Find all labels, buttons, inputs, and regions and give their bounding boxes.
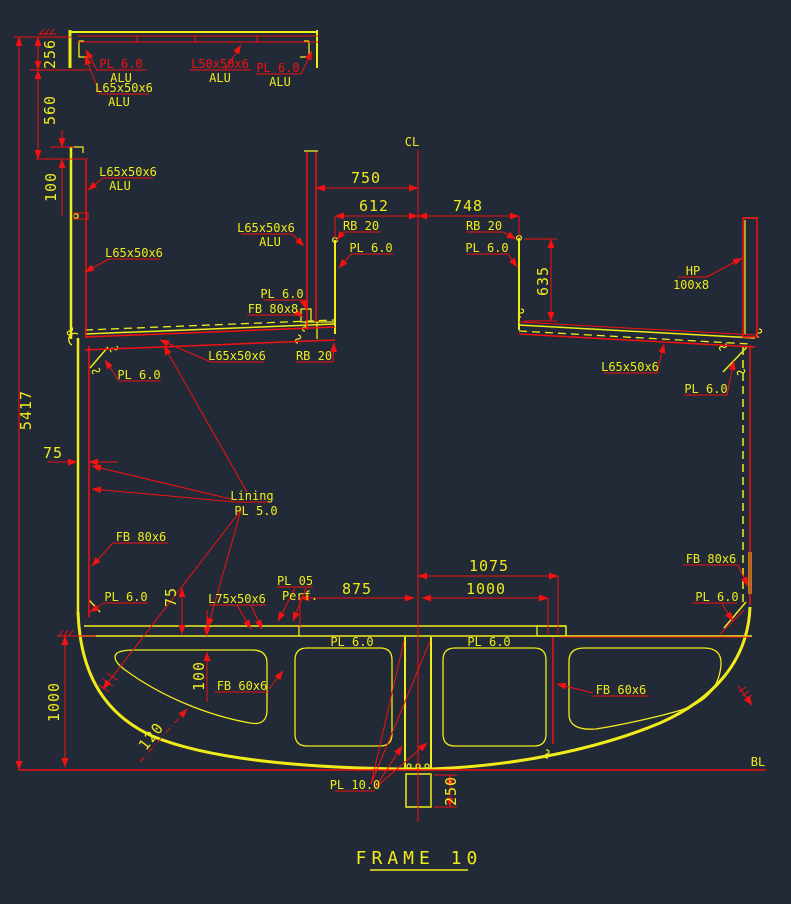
label-l65-deck-right: L65x50x6 [601,360,659,374]
dim-250: 250 [442,776,460,806]
label-pl6-topdeck-left: PL 6.0 [99,57,142,71]
dim-100-top: 100 [42,172,60,202]
label-fb80x6-left: FB 80x6 [116,530,167,544]
dim-75-floor: 75 [162,587,180,607]
label-pl6-bilge-right: PL 6.0 [695,590,738,604]
label-l65-sideshell: L65x50x6 [105,246,163,260]
label-alu-bulkhead: ALU [259,235,281,249]
label-pl10: PL 10.0 [330,778,381,792]
dim-5417: 5417 [17,390,35,430]
label-pl6-deck-right-bracket: PL 6.0 [684,382,727,396]
dim-1000-bottom: 1000 [466,580,506,598]
label-alu-l65-topdeck: ALU [108,95,130,109]
label-lining: Lining [230,489,273,503]
dim-75-side: 75 [43,444,63,462]
dim-120: 120 [135,719,168,754]
label-alu-topdeck-mid: ALU [209,71,231,85]
centerline-label: CL [405,135,419,149]
annotations: CL BL 256 560 100 5417 75 1000 750 612 7… [17,39,765,871]
label-lining-pl5: PL 5.0 [234,504,277,518]
label-fb60x6-right: FB 60x6 [596,683,647,697]
dimension-lines [14,28,766,822]
label-pl6-deck-left-bracket: PL 6.0 [117,368,160,382]
label-pl6-bilge-left: PL 6.0 [104,590,147,604]
dim-1075: 1075 [469,557,509,575]
dim-256: 256 [41,39,59,69]
label-alu-topdeck-left: ALU [110,71,132,85]
label-l65-bulwark: L65x50x6 [99,165,157,179]
label-l65-bulkhead: L65x50x6 [237,221,295,235]
label-fb60x6-left: FB 60x6 [217,679,268,693]
label-pl05: PL 05 [277,574,313,588]
label-perf: Perf. [282,589,318,603]
label-pl6-floor-left: PL 6.0 [330,635,373,649]
dim-748: 748 [453,197,483,215]
dim-612: 612 [359,197,389,215]
label-pl6-bulkhead-foot: PL 6.0 [260,287,303,301]
label-hp: HP [686,264,700,278]
label-l65-deck-left: L65x50x6 [208,349,266,363]
drawing-title: FRAME 10 [356,848,483,869]
label-hp-size: 100x8 [673,278,709,292]
dim-875: 875 [342,580,372,598]
dim-1000-left: 1000 [45,682,63,722]
dim-560: 560 [41,95,59,125]
label-alu-bulwark: ALU [109,179,131,193]
label-rb20-deck: RB 20 [296,349,332,363]
leader-lines [84,44,749,792]
label-pl6-left-rod: PL 6.0 [349,241,392,255]
label-rb20-left-rod: RB 20 [343,219,379,233]
label-pl6-floor-right: PL 6.0 [467,635,510,649]
label-alu-topdeck-right: ALU [269,75,291,89]
dim-100-floor: 100 [190,661,208,691]
label-rb20-right-rod: RB 20 [466,219,502,233]
label-l65-topdeck: L65x50x6 [95,81,153,95]
label-l50x50x6-topdeck: L50x50x6 [191,57,249,71]
label-fb80x6-right: FB 80x6 [686,552,737,566]
label-l75x50x6: L75x50x6 [208,592,266,606]
label-fb80x8: FB 80x8 [248,302,299,316]
label-pl6-topdeck-right: PL 6.0 [256,61,299,75]
label-pl6-right-rod: PL 6.0 [465,241,508,255]
dim-750: 750 [351,169,381,187]
dim-635: 635 [534,266,552,296]
frame-structure-red [73,35,758,744]
baseline-label: BL [751,755,765,769]
